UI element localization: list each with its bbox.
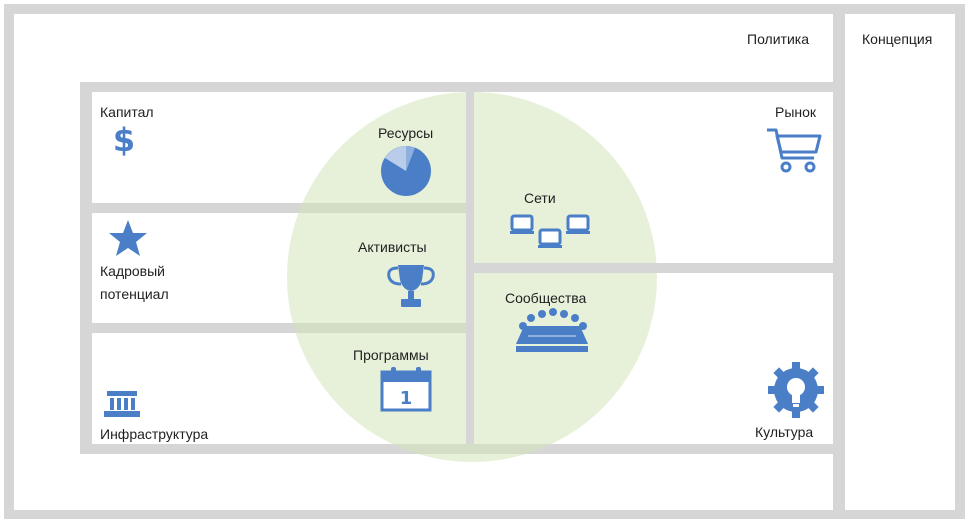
frame-left bbox=[4, 4, 14, 519]
building-icon bbox=[104, 391, 140, 417]
culture-label: Культура bbox=[755, 424, 814, 440]
svg-text:$: $ bbox=[113, 122, 135, 156]
shopping-cart-icon bbox=[767, 128, 822, 173]
frame-bottom bbox=[4, 510, 965, 519]
concept-label: Концепция bbox=[862, 31, 933, 47]
center-divider bbox=[466, 92, 474, 444]
market-label: Рынок bbox=[775, 104, 817, 120]
hr-label-line2: потенциал bbox=[100, 286, 169, 302]
star-icon bbox=[109, 220, 147, 256]
calendar-icon: 1 bbox=[380, 367, 432, 412]
network-computers-icon bbox=[510, 214, 590, 248]
activists-label: Активисты bbox=[358, 239, 427, 255]
capital-label: Капитал bbox=[100, 104, 154, 120]
inner-frame-left bbox=[80, 82, 92, 452]
left-divider-1 bbox=[92, 203, 466, 213]
hr-label-line1: Кадровый bbox=[100, 263, 166, 279]
programs-label: Программы bbox=[353, 347, 429, 363]
dollar-icon: $ bbox=[113, 122, 135, 156]
frame-top bbox=[4, 4, 965, 14]
inner-frame-top bbox=[80, 82, 837, 92]
resources-label: Ресурсы bbox=[378, 125, 434, 141]
frame-right bbox=[955, 4, 965, 519]
trophy-icon bbox=[387, 265, 435, 307]
pie-chart-icon bbox=[381, 145, 431, 196]
communities-label: Сообщества bbox=[505, 290, 587, 306]
politics-label: Политика bbox=[747, 31, 809, 47]
gear-lightbulb-icon bbox=[768, 362, 824, 418]
concept-divider bbox=[833, 4, 845, 519]
calendar-day: 1 bbox=[400, 388, 413, 409]
left-divider-2 bbox=[92, 323, 466, 333]
people-meeting-icon bbox=[516, 308, 588, 352]
networks-label: Сети bbox=[524, 190, 556, 206]
infrastructure-label: Инфраструктура bbox=[100, 426, 209, 442]
right-divider bbox=[474, 263, 833, 273]
